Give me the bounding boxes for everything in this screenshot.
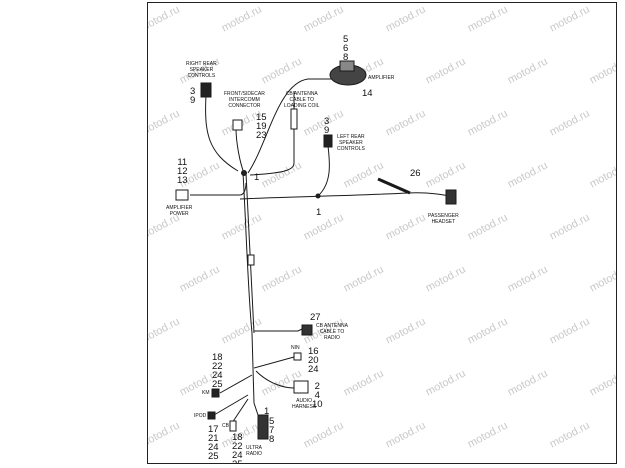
cb-loading-coil-wire	[249, 91, 295, 176]
ipod-connector	[207, 411, 216, 420]
callout-3-9-left: 3 9	[324, 116, 330, 136]
label-ipod: IPOD	[194, 413, 207, 419]
callout-14: 14	[362, 88, 373, 99]
callout-17-21-24-25: 17 21 24 25	[208, 424, 219, 462]
amplifier-top	[339, 60, 355, 72]
label-cb-antenna-loading: CB ANTENNA CABLE TO LOADING COIL	[284, 91, 320, 109]
label-right-rear: RIGHT REAR SPEAKER CONTROLS	[186, 61, 217, 79]
cb-connector	[229, 420, 237, 432]
label-left-rear: LEFT REAR SPEAKER CONTROLS	[337, 134, 365, 152]
callout-18-22-24-25: 18 22 24 25	[212, 352, 223, 390]
callout-11-12-13: 11 12 13	[177, 157, 188, 186]
ultra-radio-connector	[257, 414, 269, 440]
km-connector	[211, 388, 220, 398]
callout-5-7-8: 5 7 8	[269, 416, 275, 445]
label-nin: NIN	[291, 345, 300, 351]
junction-center	[241, 170, 247, 176]
left-rear-wire	[317, 145, 330, 197]
front-sidecar-connector	[232, 119, 243, 131]
amplifier-power-connector	[175, 189, 189, 201]
junction-right	[315, 193, 321, 199]
label-cb-antenna-radio: CB ANTENNA CABLE TO RADIO	[316, 323, 348, 341]
passenger-headset-plug	[445, 189, 457, 205]
callout-26: 26	[410, 168, 421, 179]
label-audio-harness: AUDIO HARNESS	[292, 398, 317, 410]
trunk-clip	[247, 254, 255, 266]
callout-5-6-8: 5 6 8	[343, 34, 349, 63]
callout-1-right: 1	[316, 207, 322, 218]
audio-harness-connector	[293, 380, 309, 394]
cb-radio-connector	[301, 324, 313, 336]
callout-1-center: 1	[254, 172, 260, 183]
nin-connector	[293, 352, 302, 361]
front-sidecar-wire	[235, 127, 245, 174]
right-rear-wire	[205, 94, 239, 172]
ipod-wire	[213, 394, 249, 416]
callout-2-4-10: 2 4 10	[312, 381, 323, 410]
label-ultra-radio: ULTRA RADIO	[246, 445, 263, 457]
label-km: KM	[202, 390, 210, 396]
amplifier-wire	[247, 78, 340, 174]
label-passenger-headset: PASSENGER HEADSET	[428, 213, 459, 225]
km-wire	[219, 374, 253, 394]
left-rear-connector	[323, 134, 333, 148]
label-amplifier: AMPLIFIER	[368, 75, 395, 81]
callout-3-9-right: 3 9	[190, 86, 196, 106]
passenger-headset-wire	[239, 192, 452, 200]
main-trunk-wire	[242, 172, 255, 404]
wiring-diagram	[175, 60, 457, 440]
callout-16-20-24: 16 20 24	[308, 346, 319, 375]
callout-18-22-24-25-lower: 18 22 24 25	[232, 432, 243, 463]
callout-1-bottom: 1	[264, 406, 270, 417]
audio-harness-wire	[255, 370, 295, 389]
headset-cable	[377, 177, 411, 195]
loading-coil-connector	[290, 108, 298, 130]
right-rear-connector	[200, 82, 212, 98]
cb-wire	[231, 398, 249, 424]
label-amplifier-power: AMPLIFIER POWER	[166, 205, 193, 217]
nin-wire	[253, 356, 295, 369]
amplifier-power-wire	[190, 182, 247, 196]
cb-radio-wire	[254, 328, 303, 332]
label-cb: CB	[222, 423, 229, 429]
label-front-sidecar: FRONT/SIDECAR INTERCOMM CONNECTOR	[224, 91, 265, 109]
callout-27: 27	[310, 312, 321, 323]
trunk-parallel-wire	[245, 172, 255, 334]
callout-15-19-23: 15 19 23	[256, 112, 267, 141]
